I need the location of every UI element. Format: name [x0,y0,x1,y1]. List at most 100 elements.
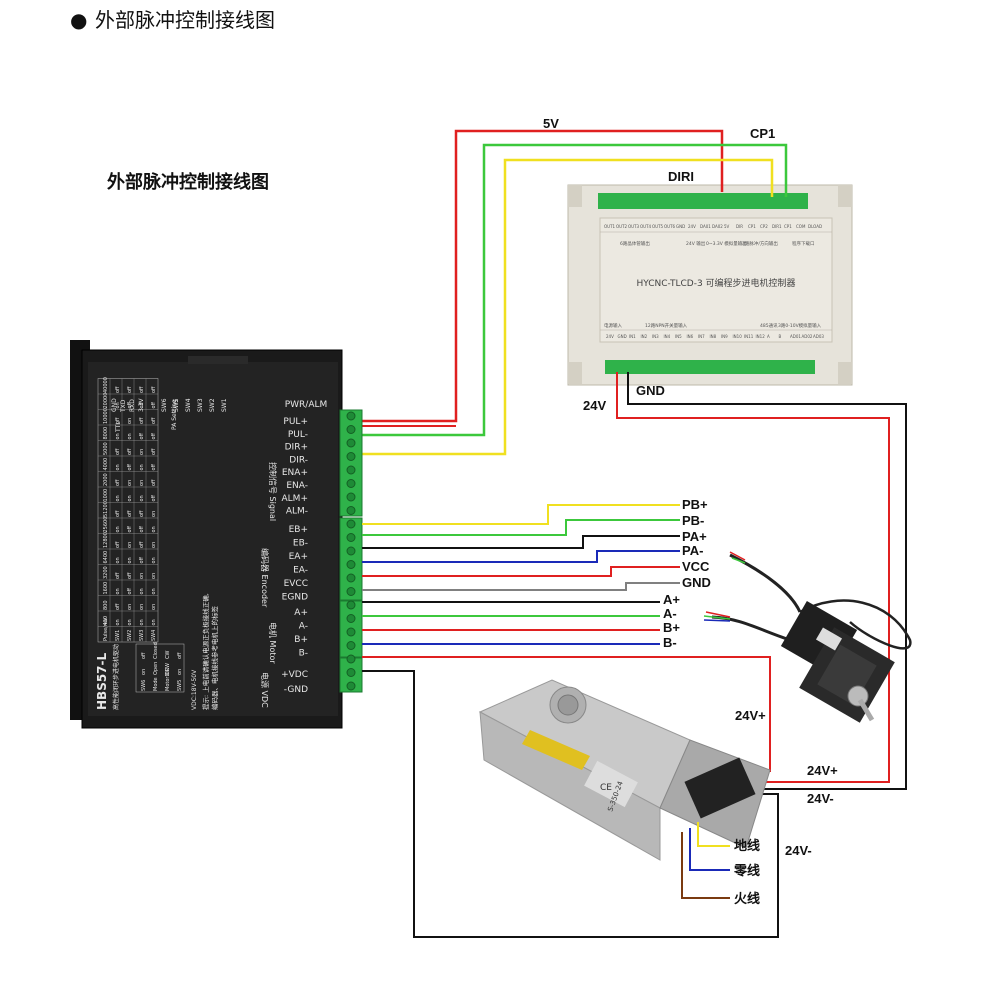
controller-top-pin: OUT3 [628,224,640,229]
controller-top-pin: DLOAD [808,224,822,229]
driver-pin-label: EGND [282,593,308,603]
wire-vdc-gnd [362,670,779,938]
controller-top-pin: CP1 [784,224,792,229]
table-cell: off [115,541,121,548]
controller-note-7: 12路NPN开关量输入 [645,322,688,329]
table-cell: off [151,401,157,408]
wire-pa-minus [362,550,680,563]
table-cell: off [115,572,121,579]
table-cell: off [139,541,145,548]
table-cell: off [115,448,121,455]
pa-pin: SW3 [197,398,204,412]
table-cell: off [139,432,145,439]
table-cell: off [139,401,145,408]
driver-pin-label: ALM+ [282,494,308,504]
table-cell: 1000 [103,489,109,502]
motor-wire-label: B- [663,635,677,650]
label-psu-24v-minus-a: 24V- [807,791,834,806]
label-diri: DIRI [668,169,694,184]
table-cell: off [127,510,133,517]
controller-bottom-pin: IN9 [721,334,728,339]
wire-earth [697,822,730,847]
controller-bottom-pin: IN6 [687,334,694,339]
encoder-wire-label: PB- [682,513,704,528]
table-cell: on [115,402,121,408]
table-cell: off [127,448,133,455]
driver-pin-label: EB- [293,539,308,549]
label-live: 火线 [734,891,760,906]
label-cp1: CP1 [750,126,775,141]
motor-wire-labels: A+A-B+B- [663,592,680,650]
controller-bottom-pin: 24V [606,334,614,339]
driver-pin-label: -GND [284,685,308,695]
table-cell: off [115,603,121,610]
mains-wires [681,822,730,899]
controller-bottom-pin: IN7 [698,334,705,339]
mode-header-cell: Mode [153,677,159,691]
driver-warning-2: 编码器、电机接线参考电机上的标签 [210,606,219,711]
controller-top-pin: 5V [724,224,730,229]
signal-group-label: 控制信号 Signal [268,462,278,521]
table-cell: 40000 [103,377,109,393]
header-title: 外部脉冲控制接线图 [95,8,275,32]
motor-wire-label: A+ [663,592,680,607]
controller-bottom-terminal [605,360,815,374]
ttl-label: TTL [115,421,122,433]
wire-gnd [362,582,680,591]
label-psu-24v-plus-a: 24V+ [735,708,766,723]
diagram-subtitle: 外部脉冲控制接线图 [107,171,269,193]
table-cell: on [115,619,121,625]
controller-bottom-pin: GND [618,334,627,339]
mode-cell: off [141,652,147,659]
table-cell: on [127,542,133,548]
pwr-alm-label: PWR/ALM [285,400,328,410]
controller-note-9: 3路0-10V模拟量输入 [778,322,822,329]
controller-model: HYCNC-TLCD-3 可编程步进电机控制器 [636,277,795,289]
table-cell: on [139,573,145,579]
driver-pin-label: B+ [294,635,308,645]
driver-pin-label: B- [299,649,308,659]
psu-terminal-strip [684,757,756,819]
mode-header-cell: MotorDIR [165,667,171,691]
table-cell: off [139,525,145,532]
motor-wire-label: B+ [663,620,680,635]
table-cell: 2000 [103,473,109,486]
terminal-signal [339,409,363,517]
table-cell: 800 [103,600,109,610]
table-cell: 12800 [103,532,109,548]
psu-ce-mark: CE [600,783,612,793]
driver-pin-labels: PWR/ALM PUL+PUL-DIR+DIR-ENA+ENA-ALM+ALM-… [260,400,327,708]
driver-vdc-range: VDC:18V-50V [191,669,198,710]
controller-note-5: 程序下载口 [792,240,815,247]
table-cell: 5000 [103,442,109,455]
controller-note-2: 24V 输出 [686,240,706,247]
table-cell: on [139,449,145,455]
power-supply: CE S-350-24 [478,679,771,861]
controller-bottom-pin: AD03 [813,334,824,339]
table-cell: off [127,386,133,393]
driver-pin-label: PUL+ [283,417,308,427]
driver-pin-label: DIR+ [285,443,308,453]
table-cell: off [127,401,133,408]
wire-vcc [362,566,680,577]
controller-top-pin: 24V [688,224,696,229]
table-cell: on [151,511,157,517]
controller-bottom-pin: IN1 [629,334,636,339]
controller-top-pin: CP2 [760,224,768,229]
table-cell: on [151,604,157,610]
controller-bottom-pin: IN4 [664,334,671,339]
label-psu-24v-plus-b: 24V+ [807,763,838,778]
pa-pin: SW4 [185,398,192,412]
driver-desc: 高性能闭环步进电机驱动 [112,644,120,710]
stepper-motor [711,553,912,723]
controller-note-8: 485通讯 [760,322,778,329]
driver-pin-label: ALM- [286,507,308,517]
encoder-group-label: 编码器 Encoder [260,548,270,608]
table-cell: off [151,494,157,501]
mode-cell: CCW [165,663,171,675]
pa-label: PA Setting [171,399,178,430]
driver-pin-label: DIR- [289,455,308,465]
controller-top-pin: GND [676,224,685,229]
